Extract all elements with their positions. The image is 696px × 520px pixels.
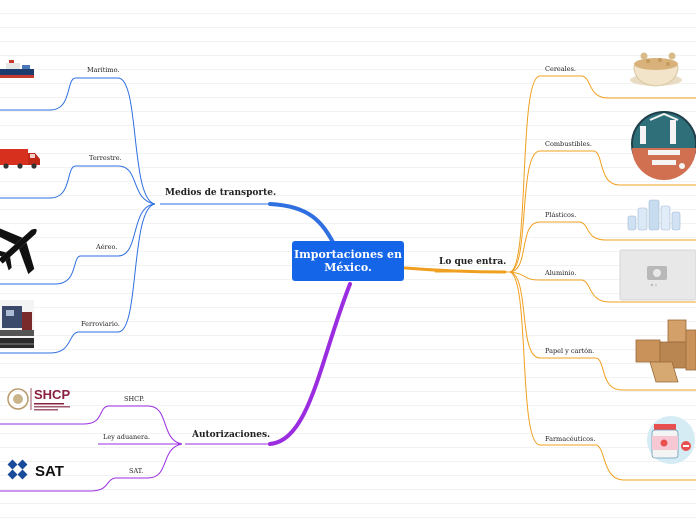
cardboard-boxes-icon bbox=[635, 319, 696, 383]
branch-transport: Medios de transporte. Marítimo. Terrestr… bbox=[0, 60, 276, 354]
ship-icon bbox=[0, 60, 34, 78]
leaf-combustibles: Combustibles. bbox=[545, 140, 592, 148]
central-topic-title: Importaciones en México. bbox=[293, 248, 403, 274]
leaf-farmaceuticos: Farmacéuticos. bbox=[545, 435, 595, 443]
sat-logo-text: SAT bbox=[35, 463, 64, 480]
oil-refinery-icon bbox=[631, 111, 696, 180]
train-icon bbox=[0, 300, 34, 350]
image-placeholder-icon bbox=[619, 249, 696, 301]
branch-goods-label: Lo que entra. bbox=[439, 257, 506, 267]
branch-auth-label: Autorizaciones. bbox=[191, 430, 270, 440]
connector-center-transport bbox=[268, 202, 336, 246]
leaf-ley-aduanera: Ley aduanera. bbox=[103, 433, 150, 441]
grain-bowl-icon bbox=[630, 52, 682, 87]
medicine-bottle-icon bbox=[647, 416, 695, 464]
leaf-cereales: Cereales. bbox=[545, 65, 576, 73]
leaf-shcp: SHCP. bbox=[124, 395, 144, 403]
sat-logo: SAT bbox=[7, 459, 64, 480]
connector-center-goods bbox=[403, 266, 507, 274]
leaf-maritimo: Marítimo. bbox=[87, 66, 119, 74]
shcp-logo: SHCP bbox=[7, 387, 70, 411]
leaf-terrestre: Terrestre. bbox=[89, 154, 122, 162]
connector-center-auth bbox=[268, 282, 352, 446]
leaf-ferroviario: Ferroviario. bbox=[81, 320, 120, 328]
leaf-aluminio: Aluminio. bbox=[544, 269, 576, 277]
branch-auth: Autorizaciones. SHCP. Ley aduanera. SAT.… bbox=[0, 387, 270, 492]
shcp-logo-text: SHCP bbox=[34, 387, 70, 402]
branch-goods: Lo que entra. Cereales. Combustibles. Pl… bbox=[435, 52, 696, 481]
central-topic: Importaciones en México. bbox=[292, 241, 404, 281]
leaf-plasticos: Plásticos. bbox=[545, 211, 576, 219]
leaf-aereo: Aéreo. bbox=[95, 243, 117, 251]
airplane-icon bbox=[0, 227, 37, 275]
branch-transport-label: Medios de transporte. bbox=[165, 188, 276, 198]
leaf-sat: SAT. bbox=[129, 467, 143, 475]
plastic-bottles-icon bbox=[627, 199, 681, 231]
leaf-papel-carton: Papel y cartón. bbox=[545, 347, 594, 355]
truck-icon bbox=[0, 149, 40, 169]
